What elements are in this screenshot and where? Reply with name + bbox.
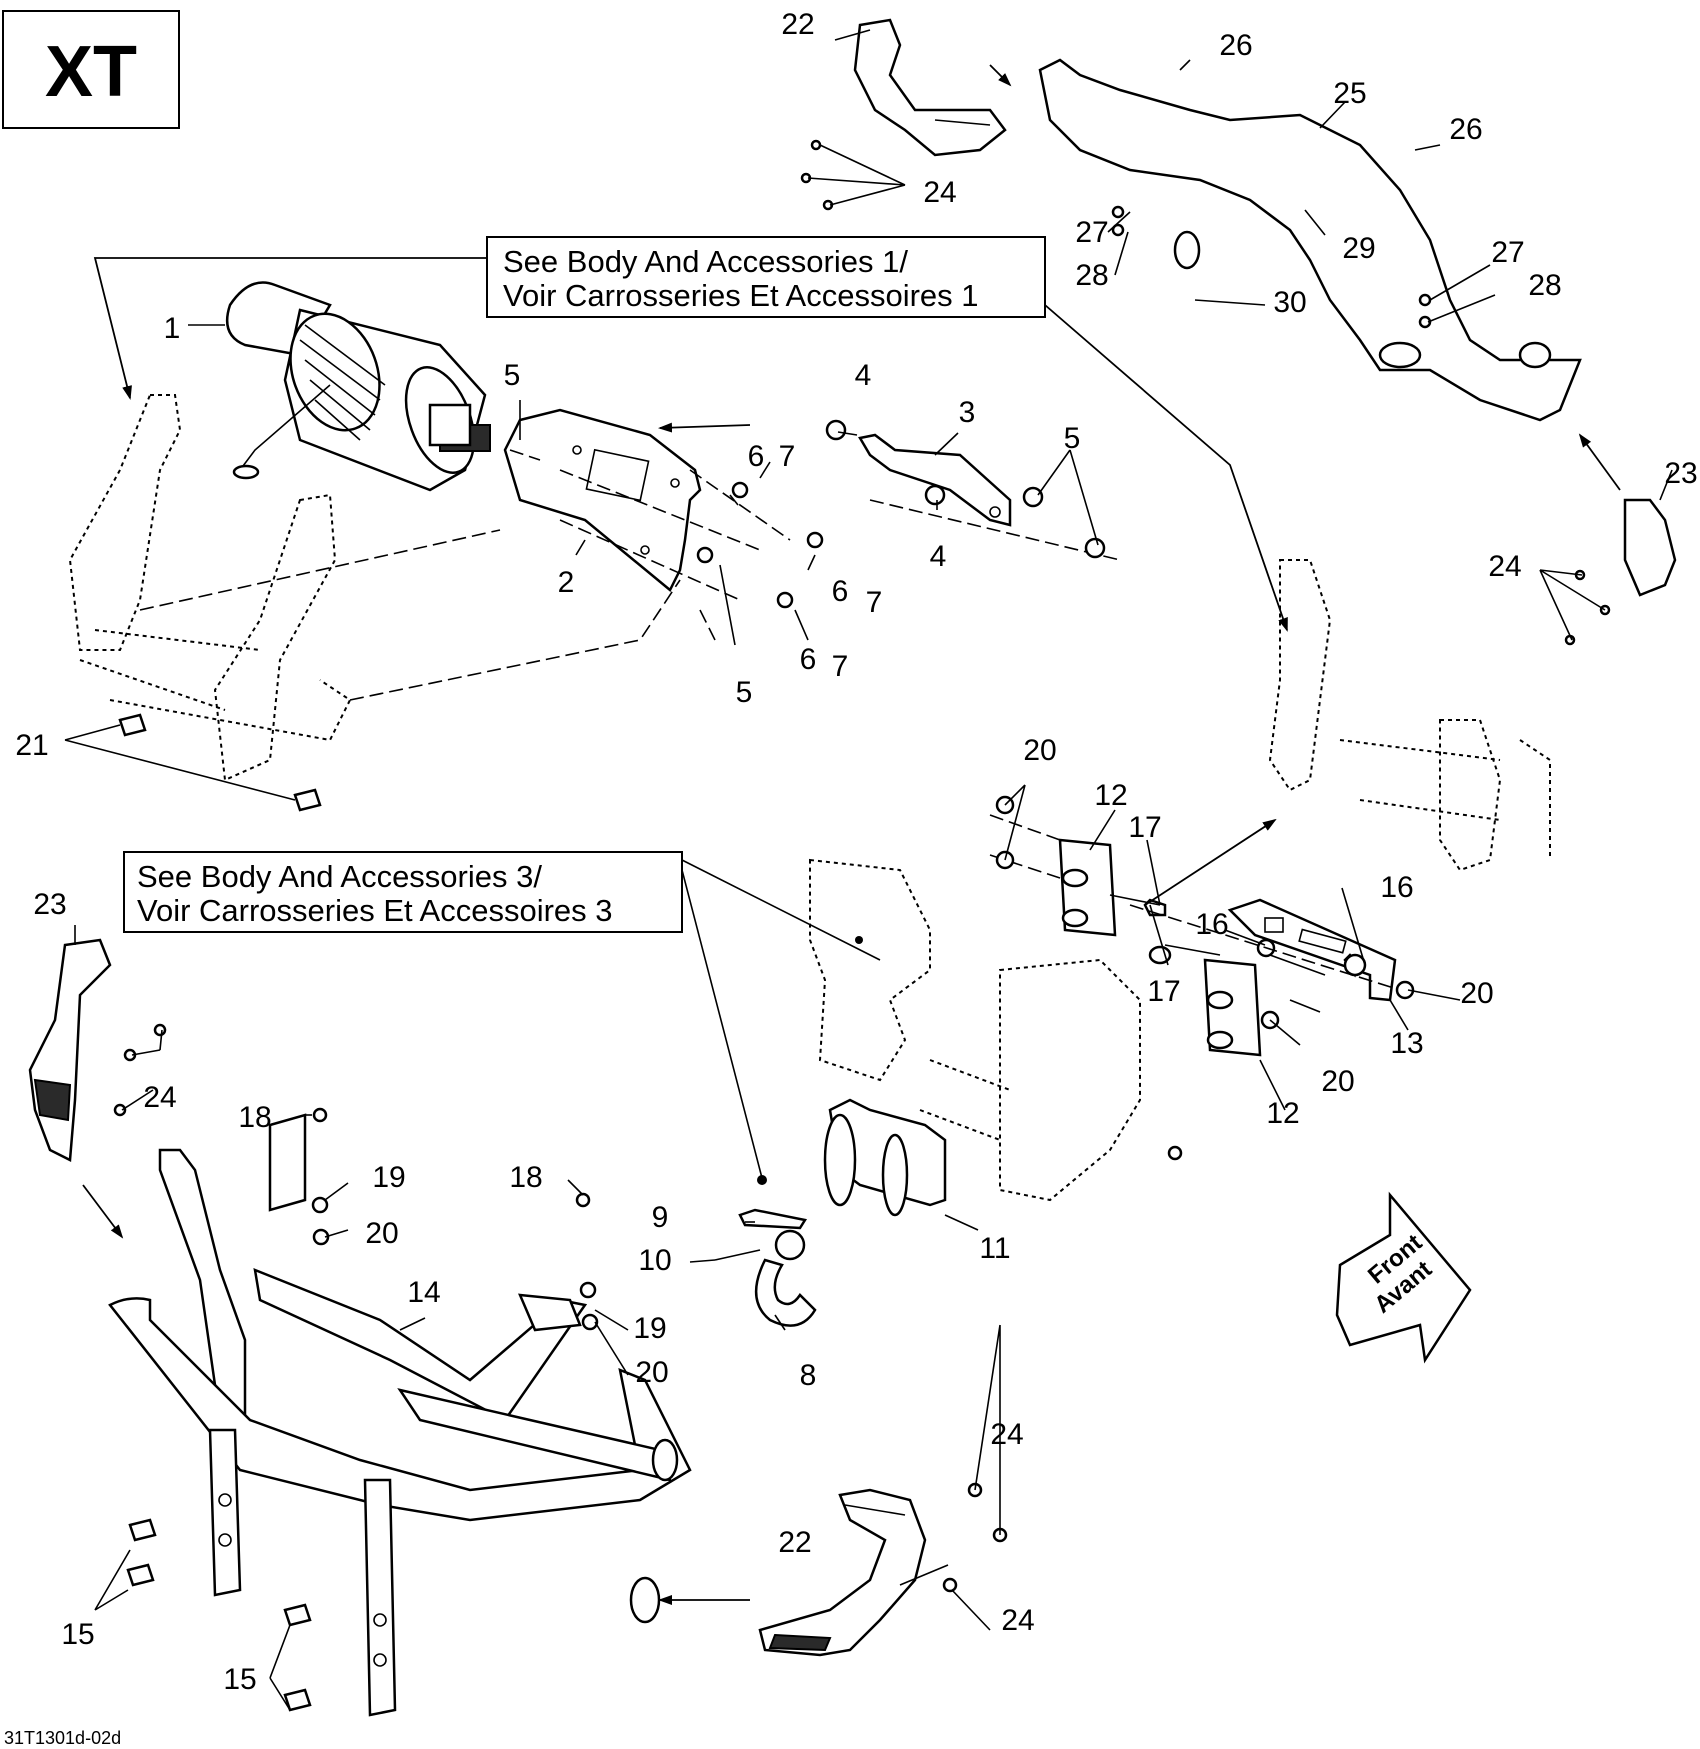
handle-22-top xyxy=(853,18,1007,157)
model-label: XT xyxy=(45,32,137,112)
front-direction-arrow: Front Avant xyxy=(1335,1191,1472,1364)
winch-assembly-lines xyxy=(139,449,1121,701)
callout-27b: 27 xyxy=(1491,236,1524,269)
callout-28b: 28 xyxy=(1528,269,1561,302)
callout-24c: 24 xyxy=(143,1081,176,1114)
note-1-line2: Voir Carrosseries Et Accessoires 1 xyxy=(503,278,979,313)
handle-23-right xyxy=(1623,498,1677,597)
note-3-leader-down xyxy=(681,869,763,1179)
callout-24a: 24 xyxy=(923,176,956,209)
fairlead-assembly xyxy=(809,858,1141,1217)
callout-17b: 17 xyxy=(1147,975,1180,1008)
mount-bracket-13 xyxy=(1227,898,1397,1002)
callout-leaders xyxy=(64,29,1673,1711)
callout-16a: 16 xyxy=(1380,871,1413,904)
callout-23a: 23 xyxy=(1664,457,1697,490)
callout-22a: 22 xyxy=(781,8,814,41)
front-bumper xyxy=(108,1113,692,1717)
handle-23-left xyxy=(28,938,112,1162)
callout-4a: 4 xyxy=(855,359,872,392)
callout-18a: 18 xyxy=(238,1101,271,1134)
callout-1: 1 xyxy=(164,312,181,345)
callout-5c: 5 xyxy=(736,676,753,709)
callout-5a: 5 xyxy=(504,359,521,392)
callout-25: 25 xyxy=(1333,77,1366,110)
callout-16b: 16 xyxy=(1195,908,1228,941)
callout-2: 2 xyxy=(558,566,575,599)
callout-18b: 18 xyxy=(509,1161,542,1194)
drawing-code: 31T1301d-02d xyxy=(4,1728,121,1748)
callout-6b: 6 xyxy=(832,575,849,608)
callout-21: 21 xyxy=(15,729,48,762)
note-3-leader-right xyxy=(681,859,881,961)
mounting-plate xyxy=(503,408,702,592)
note-1-leader-right xyxy=(1044,304,1288,632)
callout-22b: 22 xyxy=(778,1526,811,1559)
callout-11: 11 xyxy=(979,1232,1010,1265)
callout-4b: 4 xyxy=(930,540,947,573)
callout-13: 13 xyxy=(1390,1027,1423,1060)
callout-10: 10 xyxy=(638,1244,671,1277)
callout-5b: 5 xyxy=(1064,422,1081,455)
note-body-accessories-1: See Body And Accessories 1/ Voir Carross… xyxy=(486,236,1046,318)
callout-3: 3 xyxy=(959,396,976,429)
callout-28a: 28 xyxy=(1075,259,1108,292)
bracket-3 xyxy=(858,433,1012,527)
winch-assembly xyxy=(225,281,491,492)
callout-labels: 1 2 3 4 4 5 5 5 6 6 6 7 7 7 8 9 10 11 12… xyxy=(15,8,1697,1696)
callout-24d: 24 xyxy=(990,1418,1023,1451)
callout-19b: 19 xyxy=(633,1312,666,1345)
callout-7c: 7 xyxy=(832,650,849,683)
callout-17a: 17 xyxy=(1128,811,1161,844)
callout-14: 14 xyxy=(407,1276,440,1309)
note-1-line1: See Body And Accessories 1/ xyxy=(503,244,908,279)
callout-15b: 15 xyxy=(223,1663,256,1696)
assembly-arrows xyxy=(82,64,1621,1605)
upper-bar-25 xyxy=(1038,58,1582,422)
model-box: XT xyxy=(2,10,180,129)
callout-6a: 6 xyxy=(748,440,765,473)
callout-24e: 24 xyxy=(1001,1604,1034,1637)
frame-right xyxy=(1268,559,1551,872)
note-body-accessories-3: See Body And Accessories 3/ Voir Carross… xyxy=(123,851,683,933)
mount-plate-12-upper xyxy=(1058,838,1117,937)
callout-6c: 6 xyxy=(800,643,817,676)
callout-23b: 23 xyxy=(33,888,66,921)
note-1-leader-left xyxy=(93,257,487,400)
callout-26a: 26 xyxy=(1219,29,1252,62)
callout-15a: 15 xyxy=(61,1618,94,1651)
callout-20e: 20 xyxy=(635,1356,668,1389)
callout-30: 30 xyxy=(1273,286,1306,319)
callout-29: 29 xyxy=(1342,232,1375,265)
callout-20a: 20 xyxy=(1023,734,1056,767)
frame-left xyxy=(68,394,352,782)
callout-20d: 20 xyxy=(365,1217,398,1250)
callout-9: 9 xyxy=(652,1201,669,1234)
callout-12b: 12 xyxy=(1266,1097,1299,1130)
callout-26b: 26 xyxy=(1449,113,1482,146)
callout-12a: 12 xyxy=(1094,779,1127,812)
note-3-line2: Voir Carrosseries Et Accessoires 3 xyxy=(137,893,613,928)
callout-7a: 7 xyxy=(779,440,796,473)
callout-20b: 20 xyxy=(1460,977,1493,1010)
callout-8: 8 xyxy=(800,1359,817,1392)
handle-22-bottom xyxy=(758,1488,927,1657)
callout-7b: 7 xyxy=(866,586,883,619)
callout-19a: 19 xyxy=(372,1161,405,1194)
note-3-line1: See Body And Accessories 3/ xyxy=(137,859,542,894)
callout-20c: 20 xyxy=(1321,1065,1354,1098)
callout-24b: 24 xyxy=(1488,550,1521,583)
callout-27a: 27 xyxy=(1075,216,1108,249)
mount-plate-12-lower xyxy=(1203,958,1262,1057)
hook-assembly xyxy=(714,1208,817,1327)
